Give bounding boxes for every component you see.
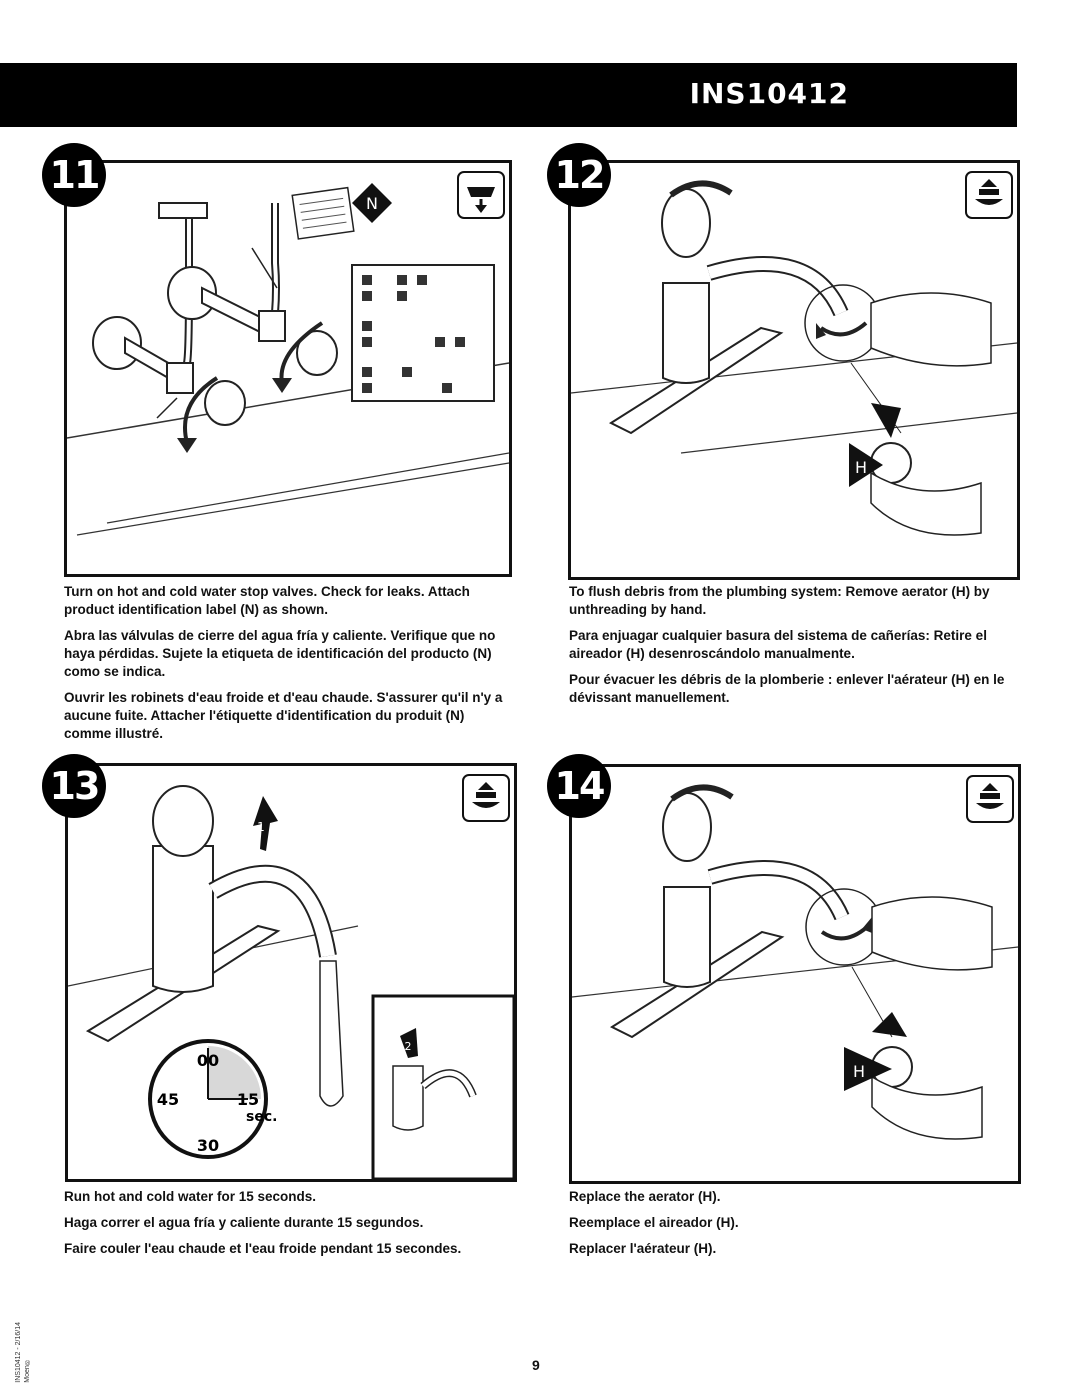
step-11-text-fr: Ouvrir les robinets d'eau froide et d'ea… <box>64 690 503 741</box>
clock-unit: sec. <box>246 1109 277 1125</box>
step-11-text-en: Turn on hot and cold water stop valves. … <box>64 584 470 617</box>
document-model-number: INS10412 <box>689 77 849 110</box>
label-letter-n: N <box>366 194 378 213</box>
step-13-text-es: Haga correr el agua fría y caliente dura… <box>64 1215 424 1230</box>
clock-label-top: 00 <box>197 1051 219 1070</box>
step-11-illustration: N <box>64 160 512 577</box>
step-14-instructions: Replace the aerator (H). Reemplace el ai… <box>569 1188 1015 1266</box>
step-12-instructions: To flush debris from the plumbing system… <box>569 583 1015 715</box>
step-13-text-en: Run hot and cold water for 15 seconds. <box>64 1189 317 1204</box>
step-12-illustration: H <box>568 160 1020 580</box>
step-14-text-en: Replace the aerator (H). <box>569 1189 721 1204</box>
label-letter-h: H <box>853 1062 865 1081</box>
step-12-text-en: To flush debris from the plumbing system… <box>569 584 990 617</box>
step-14-text-es: Reemplace el aireador (H). <box>569 1215 739 1230</box>
step-14-text-fr: Replacer l'aérateur (H). <box>569 1241 717 1256</box>
step-number-12: 12 <box>547 143 611 207</box>
sink-faucet-icon <box>966 775 1014 823</box>
run-water-illustration: 1 00 45 15 30 sec. 2 <box>68 785 514 1179</box>
step-number-11: 11 <box>42 143 106 207</box>
arrow-label-2: 2 <box>405 1040 412 1053</box>
step-number-13: 13 <box>42 754 106 818</box>
step-12-text-fr: Pour évacuer les débris de la plomberie … <box>569 672 1005 705</box>
remove-aerator-illustration: H <box>571 180 1017 536</box>
clock-label-right: 15 <box>237 1090 259 1109</box>
step-14-illustration: H <box>569 764 1021 1184</box>
water-drain-icon <box>457 171 505 219</box>
sink-faucet-icon <box>965 171 1013 219</box>
step-12-text-es: Para enjuagar cualquier basura del siste… <box>569 628 987 661</box>
clock-label-left: 45 <box>157 1090 179 1109</box>
step-11-instructions: Turn on hot and cold water stop valves. … <box>64 583 504 751</box>
footer-document-code: INS10412 - 2/16/14 Moen® <box>14 1322 32 1383</box>
step-13-instructions: Run hot and cold water for 15 seconds. H… <box>64 1188 510 1266</box>
sink-faucet-icon <box>462 774 510 822</box>
page-number: 9 <box>532 1357 540 1373</box>
footer-brand: Moen® <box>24 1358 31 1383</box>
header-bar: INS10412 <box>0 63 1017 127</box>
footer-code-text: INS10412 - 2/16/14 <box>15 1322 22 1383</box>
step-11-text-es: Abra las válvulas de cierre del agua frí… <box>64 628 496 679</box>
arrow-label-1: 1 <box>257 820 265 834</box>
valve-illustration: N <box>67 183 509 536</box>
label-letter-h: H <box>855 458 867 477</box>
replace-aerator-illustration: H <box>572 784 1018 1140</box>
step-13-text-fr: Faire couler l'eau chaude et l'eau froid… <box>64 1241 462 1256</box>
step-13-illustration: 1 00 45 15 30 sec. 2 <box>65 763 517 1182</box>
step-number-14: 14 <box>547 754 611 818</box>
clock-label-bottom: 30 <box>197 1136 219 1155</box>
